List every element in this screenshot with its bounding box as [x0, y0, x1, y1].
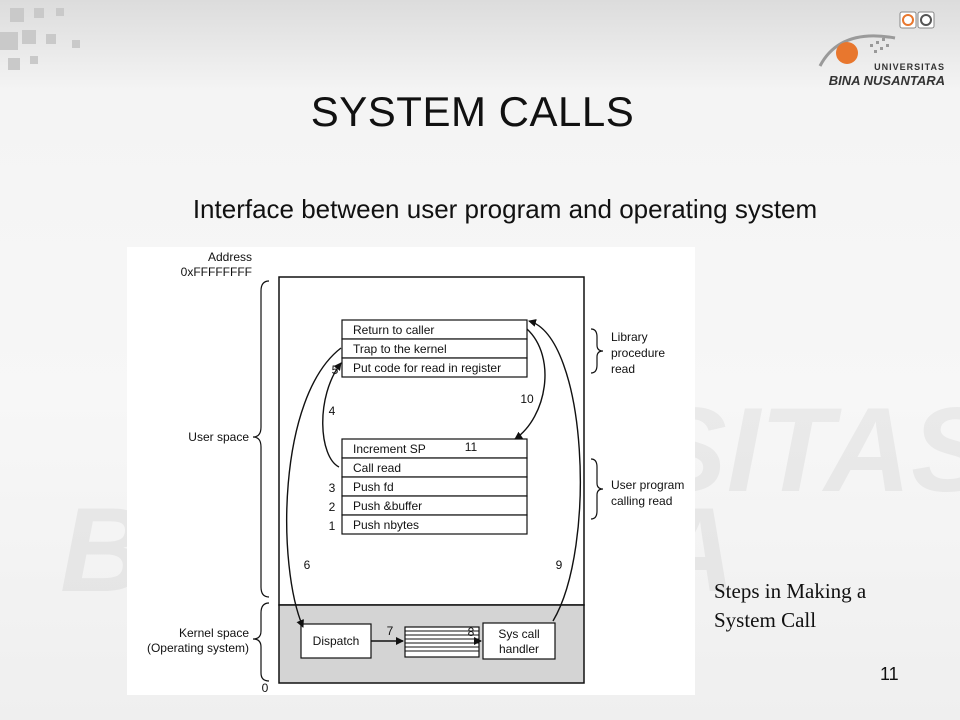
library-brace	[590, 328, 604, 374]
library-row-label: Trap to the kernel	[353, 342, 447, 356]
program-row-label: Push &buffer	[353, 499, 422, 513]
step-9-arrow	[528, 319, 582, 622]
kernel-space-label: Kernel space	[179, 626, 249, 640]
system-call-figure: Address 0xFFFFFFFF 0 User space Kernel s…	[127, 247, 695, 695]
library-row-label: Return to caller	[353, 323, 434, 337]
handler-label: Sys call	[498, 627, 539, 641]
step-number: 8	[468, 625, 475, 639]
logo-line2: BINA NUSANTARA	[829, 73, 945, 88]
slide-subtitle: Interface between user program and opera…	[192, 194, 818, 224]
program-row-label: Push fd	[353, 480, 394, 494]
user-space-brace	[252, 280, 270, 598]
library-label: read	[611, 362, 635, 376]
address-top-label: 0xFFFFFFFF	[181, 265, 252, 279]
library-row	[341, 357, 528, 378]
dispatch-label: Dispatch	[313, 634, 360, 648]
slide-title: SYSTEM CALLS	[310, 88, 635, 135]
sys-call-handler-box	[482, 622, 556, 660]
kernel-space-label: (Operating system)	[147, 641, 249, 655]
step-number: 5	[332, 363, 339, 377]
caption-line: Steps in Making a	[714, 579, 867, 603]
step-number: 2	[329, 500, 336, 514]
address-bottom-label: 0	[262, 681, 269, 695]
step-number: 3	[329, 481, 336, 495]
step-number: 6	[304, 558, 311, 572]
page-number: 11	[880, 664, 899, 684]
step-number: 11	[465, 440, 478, 454]
handler-label: handler	[499, 642, 539, 656]
step-number: 4	[329, 404, 336, 418]
program-row-label: Increment SP	[353, 442, 426, 456]
logo-swoosh-icon	[818, 34, 896, 67]
address-label: Address	[208, 250, 252, 264]
user-program-brace	[590, 458, 604, 520]
step-number: 10	[520, 392, 534, 406]
library-label: procedure	[611, 346, 665, 360]
logo-sun-icon	[836, 42, 858, 64]
caption-line: System Call	[714, 608, 817, 632]
step-6-arrow	[285, 347, 342, 628]
step-number: 1	[329, 519, 336, 533]
step-number: 7	[387, 624, 394, 638]
university-logo: UNIVERSITAS BINA NUSANTARA	[800, 8, 950, 93]
step-10-arrow	[514, 328, 546, 440]
library-label: Library	[611, 330, 648, 344]
kernel-space-brace	[252, 602, 270, 682]
program-row	[341, 514, 528, 535]
library-row-label: Put code for read in register	[353, 361, 501, 375]
user-program-label: calling read	[611, 494, 672, 508]
figure-caption: Steps in Making a System Call	[714, 577, 934, 635]
user-space-label: User space	[188, 430, 249, 444]
program-row-label: Call read	[353, 461, 401, 475]
user-program-label: User program	[611, 478, 684, 492]
dispatch-table	[404, 626, 480, 658]
program-row-label: Push nbytes	[353, 518, 419, 532]
step-number: 9	[556, 558, 563, 572]
step-4-arrow	[322, 362, 342, 468]
logo-line1: UNIVERSITAS	[874, 62, 945, 72]
